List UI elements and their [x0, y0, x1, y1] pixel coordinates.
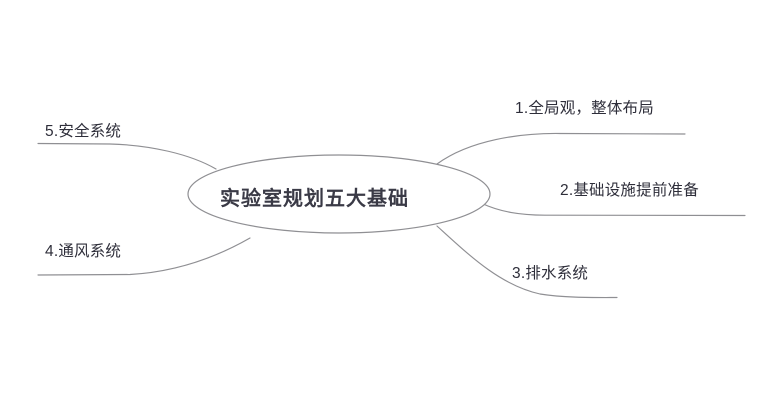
connector-branch-2	[480, 202, 746, 217]
branch-label-4[interactable]: 4.通风系统	[45, 243, 122, 260]
branch-label-3[interactable]: 3.排水系统	[512, 265, 589, 282]
branch-label-1[interactable]: 1.全局观，整体布局	[515, 100, 654, 117]
central-node-ellipse[interactable]	[187, 154, 491, 234]
connector-branch-5	[37, 142, 217, 170]
branch-label-2[interactable]: 2.基础设施提前准备	[560, 182, 699, 199]
central-node-label: 实验室规划五大基础	[220, 188, 409, 210]
connector-branch-1	[436, 132, 686, 165]
connector-branch-4	[37, 237, 251, 276]
branch-label-5[interactable]: 5.安全系统	[45, 123, 122, 140]
connector-branch-3	[436, 225, 618, 299]
